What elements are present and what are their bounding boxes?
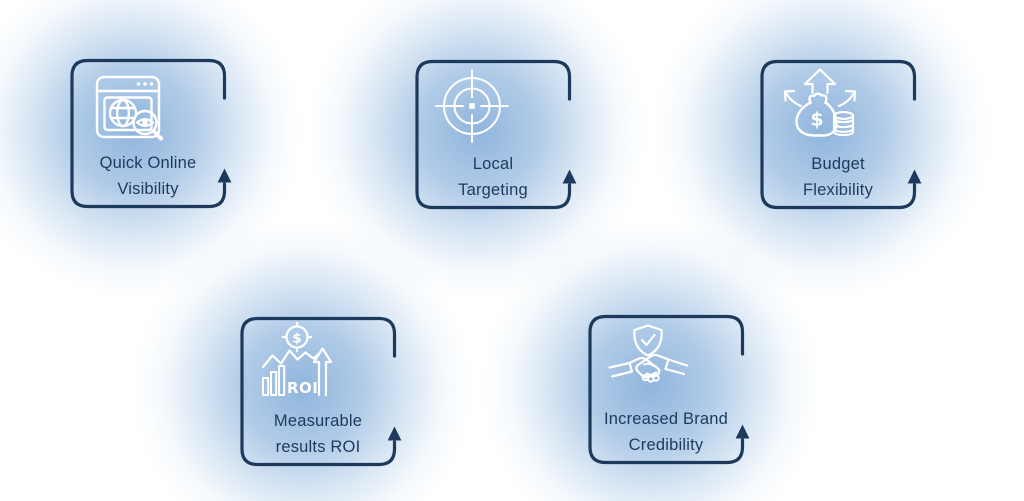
card-label-line1: Budget xyxy=(811,155,865,173)
card-label-line2: Visibility xyxy=(117,179,179,198)
up-arrow-icon xyxy=(907,169,922,184)
card-label-line1: Increased Brand xyxy=(603,410,729,428)
card-label-line2: Credibility xyxy=(628,435,704,454)
card-label-line1: Local xyxy=(472,155,514,173)
target-icon xyxy=(431,65,519,153)
card-increased-brand-credibility: Increased Brand Credibility xyxy=(481,221,821,501)
card-quick-online-visibility: Quick Online Visibility xyxy=(0,0,303,295)
up-arrow-icon xyxy=(562,169,577,184)
card-measurable-results-roi: $ ROI Measurable results ROI xyxy=(133,223,473,501)
card-border-arrow xyxy=(240,316,402,467)
up-arrow-icon xyxy=(387,426,402,441)
handshake-shield-icon xyxy=(604,320,692,408)
card-border-arrow xyxy=(415,59,577,210)
money-bag-icon: $ xyxy=(776,65,864,153)
card-label-line1: Quick Online xyxy=(99,154,197,172)
card-label-line2: results ROI xyxy=(275,437,361,456)
card-label-line1: Measurable xyxy=(273,412,363,430)
roi-chart-icon: $ ROI xyxy=(256,322,344,410)
card-label: Measurable results ROI xyxy=(233,409,403,460)
dollar-glyph: $ xyxy=(810,109,823,131)
dollar-glyph: $ xyxy=(292,331,301,347)
card-border-arrow xyxy=(760,59,922,210)
card-label-line2: Flexibility xyxy=(802,180,874,199)
card-label: Local Targeting xyxy=(408,152,578,203)
up-arrow-icon xyxy=(217,168,232,183)
card-local-targeting: Local Targeting xyxy=(308,0,648,296)
card-label: Increased Brand Credibility xyxy=(581,407,751,458)
card-label-line2: Targeting xyxy=(458,180,528,199)
card-border-arrow xyxy=(70,58,232,209)
browser-search-icon xyxy=(86,64,174,152)
card-border-arrow xyxy=(588,314,750,465)
roi-glyph: ROI xyxy=(287,379,318,397)
up-arrow-icon xyxy=(735,424,750,439)
card-budget-flexibility: $ Budget Flexibility xyxy=(653,0,993,296)
card-label: Quick Online Visibility xyxy=(63,151,233,202)
card-label: Budget Flexibility xyxy=(753,152,923,203)
